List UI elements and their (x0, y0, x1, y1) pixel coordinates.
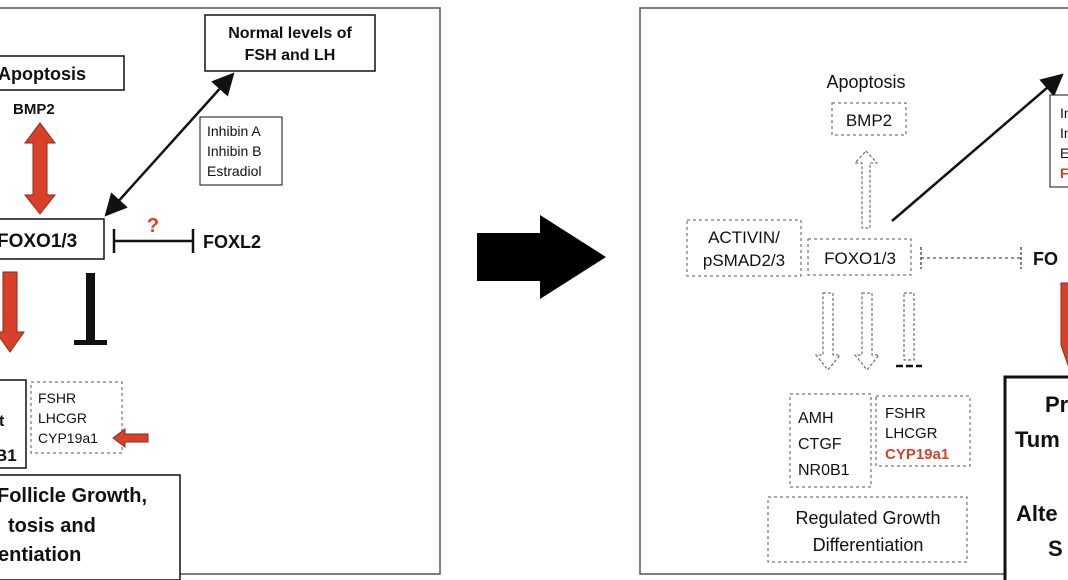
right-side-line4: F (1060, 165, 1068, 181)
left-outcome-line1: Follicle Growth, (0, 485, 147, 507)
left-targets-partial-box (0, 379, 27, 469)
left-inhibin-b: Inhibin B (207, 143, 261, 159)
right-regulated-box (767, 496, 968, 563)
right-amh: AMH (798, 410, 834, 427)
right-activin-line2: pSMAD2/3 (703, 251, 785, 270)
right-foxo-hormone-arrow (891, 73, 1064, 222)
right-dashed-arrow-2 (853, 292, 881, 371)
left-panel: Apoptosis BMP2 Normal levels of FSH and … (0, 7, 441, 580)
right-outcome-line3: Alte (1016, 501, 1058, 526)
left-inhibition-stem (86, 273, 95, 343)
left-apoptosis-box (0, 55, 125, 91)
left-cyp19a1: CYP19a1 (38, 430, 98, 446)
right-side-line1: In (1060, 105, 1068, 121)
left-inhibin-a: Inhibin A (207, 123, 261, 139)
transition-arrow (477, 215, 606, 299)
left-outcome-line3: entiation (0, 544, 81, 566)
right-side-line3: E (1060, 145, 1068, 161)
left-foxo-box (0, 218, 105, 260)
left-cyp-red-arrow (112, 428, 149, 448)
right-lhcgr: LHCGR (885, 425, 938, 442)
right-bmp2-label: BMP2 (846, 111, 892, 130)
left-inhibition-cap (74, 340, 107, 345)
left-outcome-box (0, 474, 181, 580)
right-panel: Apoptosis BMP2 In In E F ACTIVIN/ pSMAD2… (639, 7, 1068, 580)
left-fsh-lh-line1: Normal levels of (228, 25, 352, 42)
left-outcome-line2: tosis and (8, 515, 96, 537)
left-bmp2-label: BMP2 (13, 101, 55, 118)
right-dashed-inhibition-stem (903, 292, 915, 361)
right-apoptosis-label: Apoptosis (826, 72, 905, 92)
right-cyp19a1: CYP19a1 (885, 446, 949, 463)
left-question-mark: ? (147, 215, 159, 237)
right-hormone-partial-box (1049, 94, 1068, 188)
right-ctgf: CTGF (798, 436, 842, 453)
left-panel-frame (0, 7, 441, 575)
left-bmp2-foxo-double-arrow (23, 122, 57, 215)
right-outcome-box (1003, 375, 1068, 580)
right-foxo-bmp2-dashed-arrow (853, 150, 879, 229)
left-targets-partial-bottom: B1 (0, 446, 17, 465)
right-outcome-line2: Tum (1015, 427, 1060, 452)
left-inhibin-box (199, 116, 283, 186)
left-foxl2-label: FOXL2 (203, 232, 261, 252)
left-lhcgr: LHCGR (38, 410, 87, 426)
right-outcome-line1: Pr (1045, 392, 1068, 417)
right-foxo-label: FOXO1/3 (824, 249, 896, 268)
right-foxl2-partial: FO (1033, 249, 1058, 269)
left-targets-partial-top: t (0, 413, 5, 430)
left-receptor-box (30, 381, 123, 454)
right-regulated-line2: Differentiation (813, 535, 924, 555)
right-activin-line1: ACTIVIN/ (708, 228, 780, 247)
left-foxo-down-arrow (0, 271, 25, 353)
right-receptor-box (875, 395, 971, 467)
right-activin-box (686, 219, 802, 277)
right-dashed-arrow-1 (814, 292, 842, 371)
right-foxo-box (807, 238, 912, 276)
right-amh-box (789, 393, 872, 488)
right-side-line2: In (1060, 125, 1068, 141)
right-fshr: FSHR (885, 405, 926, 422)
right-nr0b1: NR0B1 (798, 462, 850, 479)
left-estradiol: Estradiol (207, 163, 261, 179)
right-foxl2-down-arrow (1060, 282, 1068, 367)
left-fsh-lh-line2: FSH and LH (245, 47, 336, 64)
right-panel-frame (639, 7, 1068, 575)
left-foxo-label: FOXO1/3 (0, 231, 77, 252)
left-fshr: FSHR (38, 390, 76, 406)
right-bmp2-box (831, 102, 907, 136)
right-regulated-line1: Regulated Growth (795, 508, 940, 528)
right-outcome-line4: S (1048, 536, 1063, 561)
left-apoptosis-label: Apoptosis (0, 64, 86, 84)
left-fsh-lh-box (204, 14, 376, 72)
left-foxo-fsh-double-arrow (104, 72, 235, 217)
